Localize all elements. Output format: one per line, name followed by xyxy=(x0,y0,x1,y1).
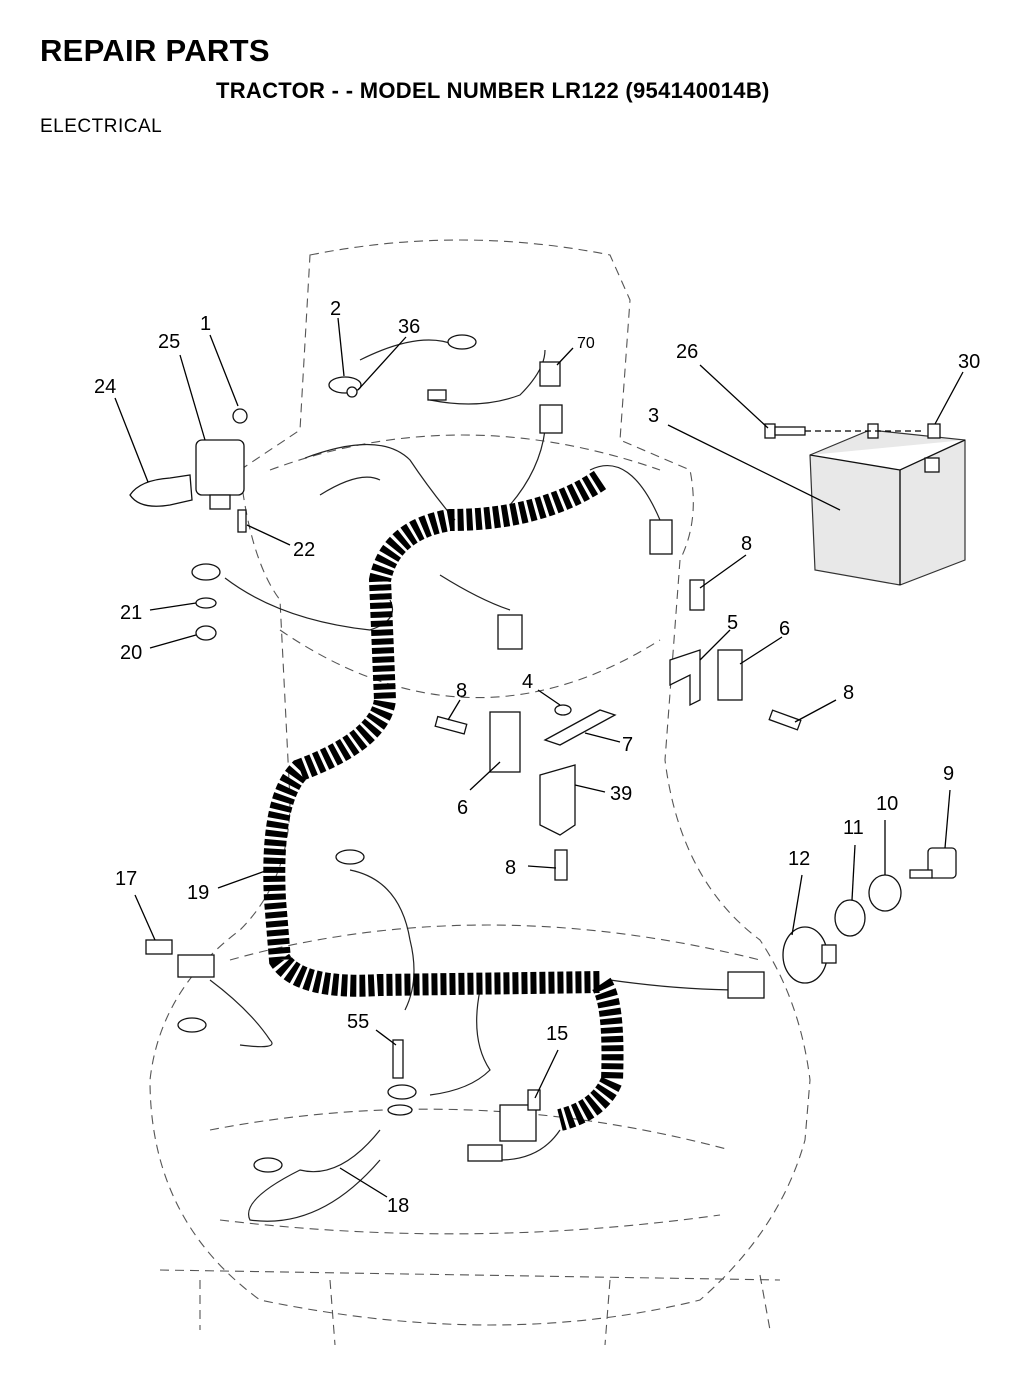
callout-2: 2 xyxy=(330,298,341,320)
switch-6 xyxy=(717,649,743,701)
ring-terminal xyxy=(177,1017,207,1033)
ignition-switch-12 xyxy=(782,926,837,984)
callout-8-right: 8 xyxy=(843,682,854,704)
callout-36: 36 xyxy=(398,316,420,338)
coiled-harness-19 xyxy=(263,470,624,1131)
bolt-26 xyxy=(764,423,925,439)
bracket-5 xyxy=(669,649,701,707)
page-title: REPAIR PARTS xyxy=(40,33,270,68)
callout-70: 70 xyxy=(577,335,595,352)
ring-terminal xyxy=(447,334,477,350)
connector-70 xyxy=(539,361,561,387)
callout-24: 24 xyxy=(94,376,116,398)
lock-washer-36 xyxy=(346,386,358,398)
callout-5: 5 xyxy=(727,612,738,634)
section-label: ELECTRICAL xyxy=(40,116,163,137)
model-subtitle: TRACTOR - - MODEL NUMBER LR122 (95414001… xyxy=(216,78,770,103)
nut-20 xyxy=(195,625,217,641)
callout-30: 30 xyxy=(958,351,980,373)
callout-8-top: 8 xyxy=(741,533,752,555)
connector xyxy=(727,971,765,999)
callout-6-mid: 6 xyxy=(457,797,468,819)
callout-1: 1 xyxy=(200,313,211,335)
leader-lines xyxy=(114,317,964,1198)
callout-25: 25 xyxy=(158,331,180,353)
nut-11 xyxy=(834,899,866,937)
bolt-8 xyxy=(554,849,568,881)
callout-55: 55 xyxy=(347,1011,369,1033)
callout-8-bottom: 8 xyxy=(505,857,516,879)
bolt-8 xyxy=(689,579,705,611)
bolt-8 xyxy=(768,709,802,731)
washer xyxy=(387,1104,413,1116)
callout-22: 22 xyxy=(293,539,315,561)
fuse-17 xyxy=(145,939,173,955)
connector xyxy=(427,389,447,401)
ring-terminal-18 xyxy=(253,1157,283,1173)
callout-8-mid: 8 xyxy=(456,680,467,702)
callout-10: 10 xyxy=(876,793,898,815)
ring-terminal xyxy=(335,849,365,865)
nut-30 xyxy=(927,423,941,439)
switch-6 xyxy=(489,711,521,773)
seat-switch-15 xyxy=(467,1089,541,1162)
callout-9: 9 xyxy=(943,763,954,785)
connector xyxy=(649,519,673,555)
callout-17: 17 xyxy=(115,868,137,890)
callout-20: 20 xyxy=(120,642,142,664)
connector xyxy=(539,404,563,434)
callout-7: 7 xyxy=(622,734,633,756)
ring-terminal xyxy=(191,563,221,581)
ring-terminal xyxy=(387,1084,417,1100)
callout-3: 3 xyxy=(648,405,659,427)
bezel-10 xyxy=(868,874,902,912)
key-9 xyxy=(909,847,957,879)
callout-21: 21 xyxy=(120,602,142,624)
bolt-22 xyxy=(237,509,247,533)
bolt-55 xyxy=(392,1039,404,1079)
callout-26: 26 xyxy=(676,341,698,363)
callout-19: 19 xyxy=(187,882,209,904)
callout-12: 12 xyxy=(788,848,810,870)
washer-21 xyxy=(195,597,217,609)
callout-11: 11 xyxy=(843,817,864,839)
callout-4: 4 xyxy=(522,671,533,693)
tractor-outline xyxy=(149,239,811,1346)
solenoid-25 xyxy=(195,408,248,510)
battery-3 xyxy=(809,423,966,586)
callout-15: 15 xyxy=(546,1023,568,1045)
bolt-8 xyxy=(434,715,468,735)
fuse-holder xyxy=(177,954,215,978)
callout-39: 39 xyxy=(610,783,632,805)
callout-6-right: 6 xyxy=(779,618,790,640)
bracket-7 xyxy=(543,709,617,746)
connector xyxy=(497,614,523,650)
washer-4 xyxy=(554,704,572,716)
bracket-39 xyxy=(539,764,576,836)
callout-18: 18 xyxy=(387,1195,409,1217)
boot-24 xyxy=(129,474,193,507)
